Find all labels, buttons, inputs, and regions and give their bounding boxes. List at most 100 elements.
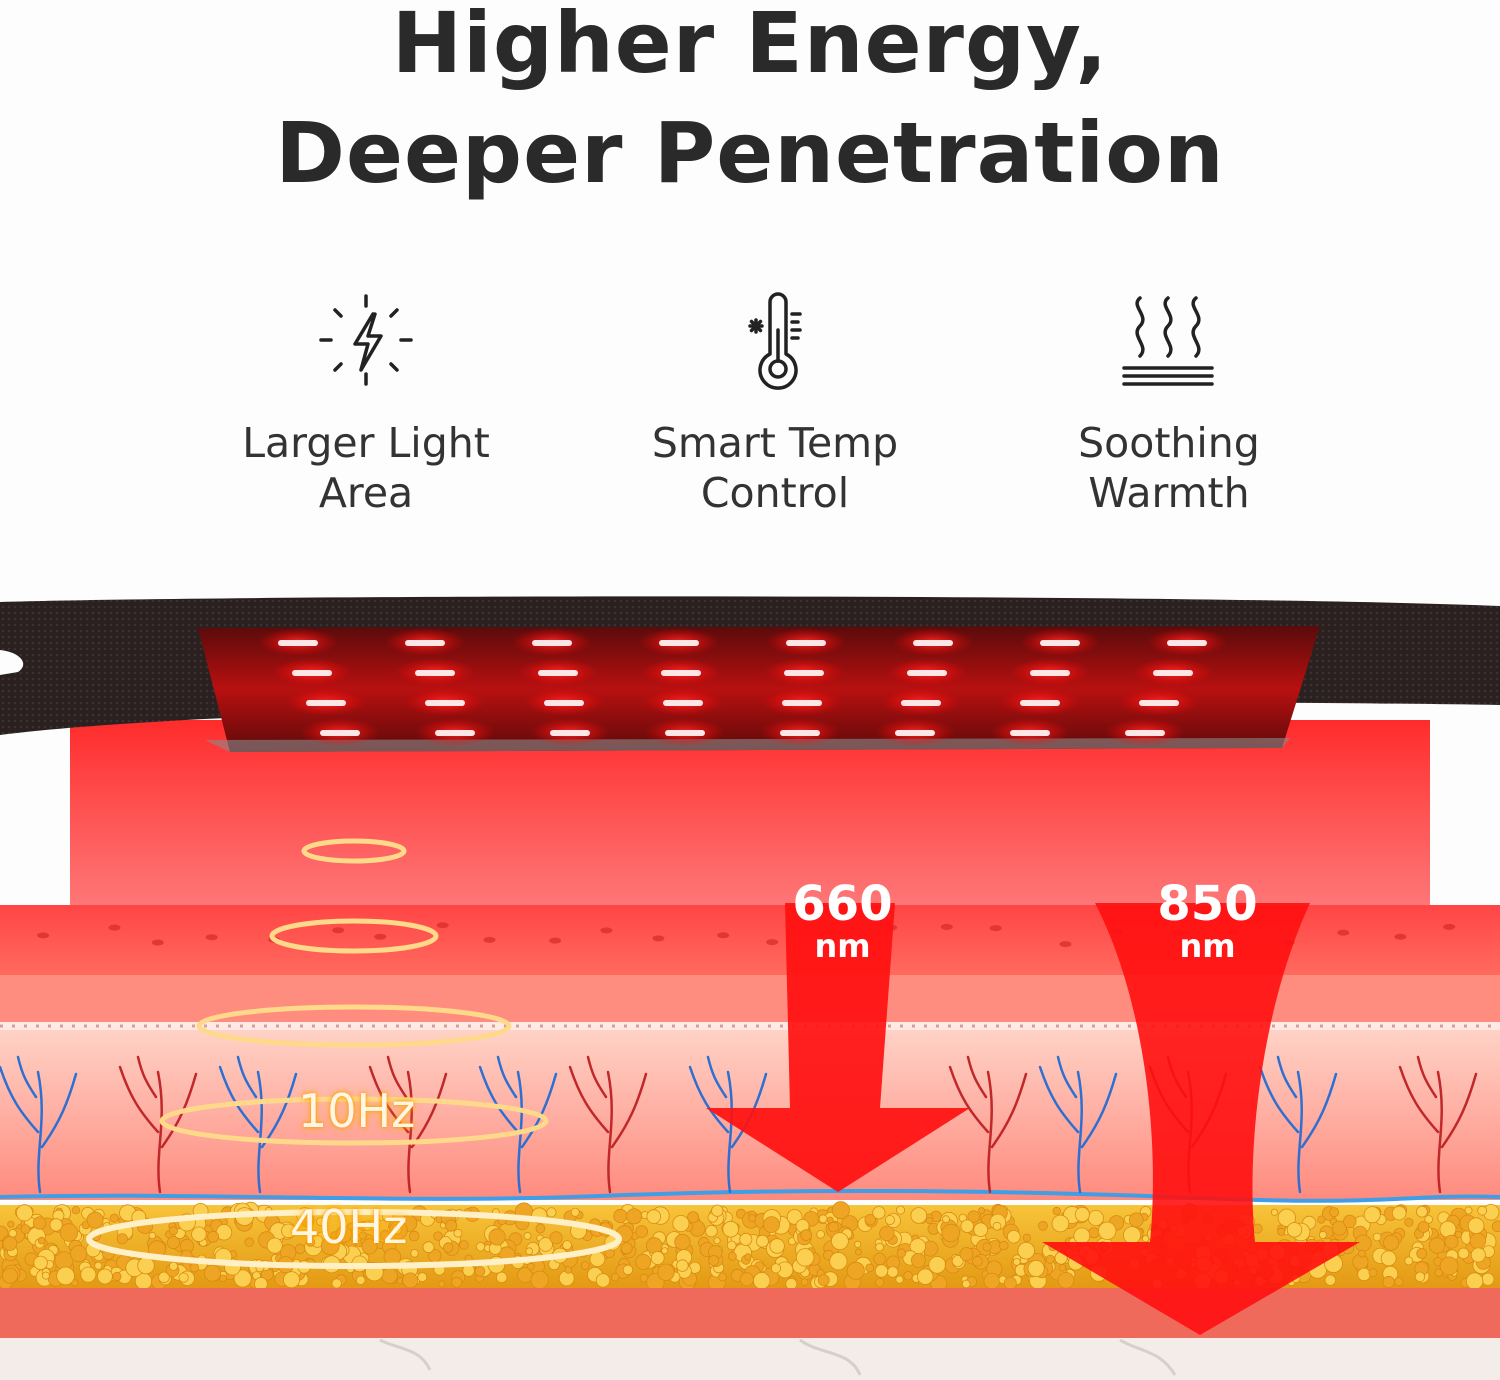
fat-cell	[219, 1274, 227, 1282]
wavelength-arrows	[706, 903, 1360, 1335]
fat-cell	[580, 1261, 590, 1270]
fat-cell	[1470, 1247, 1486, 1263]
frequency-ring	[196, 1004, 512, 1048]
fat-cell	[879, 1225, 895, 1242]
fat-cell	[925, 1216, 933, 1225]
fat-cell	[32, 1216, 47, 1230]
capillary	[368, 1055, 448, 1194]
lightning-icon	[319, 294, 413, 386]
fat-cell	[15, 1204, 34, 1222]
skin-pore	[1394, 933, 1407, 940]
fat-cell	[56, 1266, 75, 1286]
fat-cell	[595, 1273, 611, 1288]
skin-pore	[151, 939, 164, 946]
headline-line-1: Higher Energy,	[391, 0, 1109, 92]
fat-cell	[1382, 1275, 1395, 1289]
fat-cell	[1380, 1250, 1397, 1267]
fat-cell	[475, 1242, 486, 1252]
fat-cell	[1416, 1248, 1428, 1259]
fat-cell	[739, 1272, 754, 1287]
fat-cell	[335, 1225, 353, 1243]
fat-cell	[1416, 1205, 1428, 1218]
fat-cell	[1331, 1220, 1347, 1236]
fat-cell	[895, 1275, 904, 1284]
skin-pore	[1337, 929, 1350, 936]
fat-cell	[1073, 1227, 1091, 1245]
fat-cell	[635, 1253, 652, 1270]
fat-cell	[1481, 1272, 1495, 1286]
skin-pore	[108, 924, 121, 931]
fat-cell	[744, 1253, 752, 1261]
fat-cell	[1003, 1276, 1017, 1290]
fat-cell	[408, 1230, 420, 1242]
led-bar	[532, 640, 572, 646]
red-light-belt	[0, 596, 1500, 752]
skin-pore	[717, 932, 730, 939]
fat-cell	[355, 1275, 366, 1285]
fat-cell	[1467, 1217, 1485, 1234]
fat-cell	[687, 1211, 699, 1223]
fat-cell	[410, 1249, 419, 1258]
fat-cell	[1317, 1215, 1326, 1224]
fat-cell	[657, 1263, 675, 1282]
fat-cell	[1414, 1271, 1426, 1283]
fat-cell	[846, 1261, 865, 1280]
fat-cell	[1394, 1277, 1404, 1287]
heat-waves-icon	[1122, 296, 1214, 386]
fat-cell	[1491, 1220, 1500, 1233]
fat-cell	[831, 1232, 849, 1250]
fat-cell	[523, 1232, 532, 1240]
skin-pore	[940, 923, 953, 930]
fat-cell	[613, 1208, 628, 1224]
arrow-660nm	[706, 903, 970, 1192]
led-bar	[659, 640, 699, 646]
fat-cell	[233, 1269, 252, 1288]
fat-cell	[1277, 1227, 1286, 1236]
fat-cell	[438, 1280, 446, 1288]
fat-cell	[94, 1261, 103, 1270]
fat-cell	[874, 1264, 889, 1278]
fat-cell	[281, 1223, 296, 1239]
fat-cell	[1074, 1207, 1090, 1223]
fat-cell	[488, 1228, 506, 1246]
fat-cell	[884, 1215, 895, 1226]
fat-cell	[1097, 1221, 1117, 1241]
fat-cell	[71, 1206, 81, 1215]
blood-vessel-line	[0, 1188, 1500, 1203]
feature-label: Smart Temp Control	[651, 419, 899, 517]
skin-pore	[332, 927, 345, 934]
skin-pore	[652, 935, 665, 942]
fat-cell	[166, 1236, 180, 1250]
fat-cell	[191, 1226, 207, 1242]
fat-cell	[1358, 1249, 1366, 1258]
fat-cell	[800, 1278, 809, 1286]
frequency-ring	[86, 1209, 622, 1269]
fat-cell	[1368, 1268, 1378, 1278]
fat-cell	[20, 1224, 31, 1234]
fat-cell	[992, 1221, 1002, 1231]
fat-cell	[362, 1220, 373, 1231]
fat-cell	[1038, 1220, 1048, 1231]
led-bar	[1010, 730, 1050, 736]
led-bar	[1139, 700, 1179, 706]
led-bar	[425, 700, 465, 706]
fat-cell	[674, 1233, 691, 1251]
led-bar	[1030, 670, 1070, 676]
fat-cell	[331, 1278, 342, 1289]
fat-cell	[546, 1207, 557, 1218]
fat-cell	[316, 1217, 326, 1226]
fat-cell	[1357, 1267, 1371, 1282]
fat-cell	[831, 1201, 850, 1220]
capillary	[948, 1055, 1028, 1194]
fat-cell	[282, 1271, 300, 1289]
fat-cell	[1252, 1223, 1263, 1234]
fat-cell	[713, 1237, 721, 1245]
led-bar	[661, 670, 701, 676]
fat-cell	[951, 1255, 964, 1268]
fat-cell	[1324, 1274, 1337, 1286]
fat-cell	[959, 1247, 974, 1261]
skin-pore	[1059, 941, 1072, 948]
fat-cell	[1052, 1206, 1061, 1216]
fat-cell	[320, 1236, 340, 1256]
frequency-ring	[159, 1096, 549, 1146]
